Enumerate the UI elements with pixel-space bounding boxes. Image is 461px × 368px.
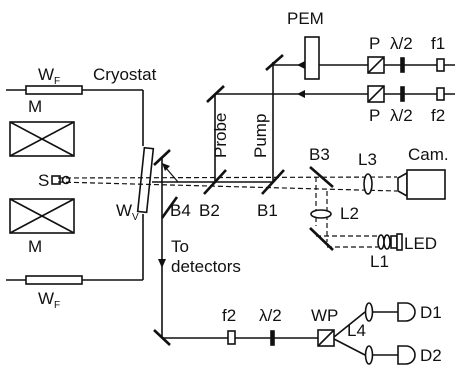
split-beam-up xyxy=(333,311,366,338)
halfwave-plate-mid xyxy=(400,86,405,102)
lens-l3 xyxy=(363,173,373,195)
label-halfwave-top: λ/2 xyxy=(390,34,413,53)
label-halfwave-mid: λ/2 xyxy=(390,106,413,125)
label-led: LED xyxy=(404,234,437,253)
lens-l4-bottom xyxy=(364,345,374,365)
led-source xyxy=(390,233,403,251)
label-wp: WP xyxy=(311,306,338,325)
beam-arrow-top xyxy=(297,61,305,69)
filter-f1 xyxy=(436,58,445,72)
pem-modulator xyxy=(304,36,320,80)
label-to: To xyxy=(171,237,189,256)
label-b2: B2 xyxy=(199,201,220,220)
label-f2-top: f2 xyxy=(431,106,445,125)
window-wv xyxy=(136,146,155,214)
split-beam-down xyxy=(333,338,366,356)
magnet-top xyxy=(9,121,75,157)
beamsplitter-b1 xyxy=(261,169,285,195)
label-wf-top: WF xyxy=(38,65,60,87)
label-detectors: detectors xyxy=(171,257,241,276)
lens-l4-top xyxy=(364,302,374,322)
beamsplitter-b3 xyxy=(309,166,334,188)
label-wv: WV xyxy=(116,201,139,223)
camera xyxy=(397,169,446,200)
label-l3: L3 xyxy=(358,150,377,169)
filter-f2-top xyxy=(436,87,445,101)
wollaston-prism xyxy=(317,329,335,347)
beamsplitter-b2 xyxy=(203,169,227,195)
label-polarizer-bottom: P xyxy=(369,106,380,125)
label-f1: f1 xyxy=(431,34,445,53)
window-wf-bottom xyxy=(25,275,83,285)
label-l2: L2 xyxy=(340,204,359,223)
label-l1: L1 xyxy=(370,252,389,271)
label-l4: L4 xyxy=(347,321,366,340)
polarizer-top xyxy=(367,56,385,74)
label-pem: PEM xyxy=(287,9,324,28)
window-wf-top xyxy=(25,85,83,95)
beam-arrow-bottom xyxy=(297,90,305,98)
mirror-pump-top xyxy=(265,54,284,71)
filter-f2-det xyxy=(227,330,236,345)
detector-d2 xyxy=(397,345,416,365)
label-b3: B3 xyxy=(309,145,330,164)
label-d1: D1 xyxy=(420,303,442,322)
label-magnet-top: M xyxy=(28,97,42,116)
label-polarizer-top: P xyxy=(369,34,380,53)
label-cam: Cam. xyxy=(408,145,449,164)
label-f2-det: f2 xyxy=(222,306,236,325)
reflection-arrow xyxy=(162,163,179,183)
lens-l2 xyxy=(310,209,332,219)
label-cryostat: Cryostat xyxy=(93,65,157,84)
lens-l1 xyxy=(377,234,391,250)
halfwave-plate-det xyxy=(270,330,275,346)
label-b1: B1 xyxy=(257,201,278,220)
halfwave-plate-top xyxy=(400,57,405,73)
beamsplitter-b4 xyxy=(160,196,179,219)
mirror-det-top xyxy=(153,149,171,166)
label-sample: S xyxy=(38,171,49,190)
mirror-probe-top xyxy=(206,85,225,103)
mirror-led xyxy=(309,227,334,251)
cryostat-outline xyxy=(6,89,144,281)
label-b4: B4 xyxy=(170,201,191,220)
label-d2: D2 xyxy=(420,346,442,365)
detector-arrow xyxy=(158,259,166,268)
label-pump: Pump xyxy=(251,114,270,158)
label-probe: Probe xyxy=(211,113,230,158)
polarizer-bottom xyxy=(367,85,385,103)
label-wf-bottom: WF xyxy=(38,289,60,311)
detector-d1 xyxy=(397,302,416,322)
label-magnet-bottom: M xyxy=(28,237,42,256)
magnet-bottom xyxy=(9,198,75,234)
label-halfwave-det: λ/2 xyxy=(259,306,282,325)
